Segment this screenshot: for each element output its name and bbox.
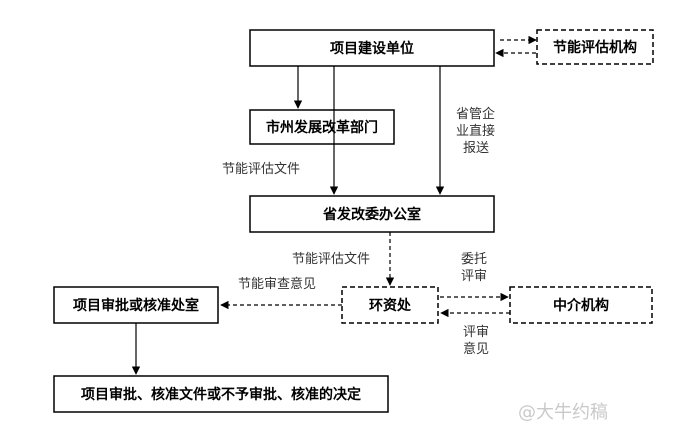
label-review-opinion: 节能审查意见 — [238, 276, 316, 292]
box-env-dept: 环资处 — [341, 286, 439, 324]
box-province-ndrc-office: 省发改委办公室 — [249, 195, 495, 233]
label-review-opinion-right-1: 评审 — [463, 325, 489, 340]
box-review-office-label: 项目审批或核准处室 — [73, 297, 199, 314]
label-provincial-direct-3: 报送 — [463, 141, 489, 156]
box-city-ndrc-label: 市州发展改革部门 — [266, 119, 378, 136]
label-entrust-2: 评审 — [461, 269, 487, 284]
box-city-ndrc: 市州发展改革部门 — [249, 109, 395, 145]
box-province-ndrc-office-label: 省发改委办公室 — [322, 206, 421, 223]
box-decision-label: 项目审批、核准文件或不予审批、核准的决定 — [81, 386, 361, 403]
box-intermediary: 中介机构 — [509, 286, 653, 324]
box-intermediary-label: 中介机构 — [553, 297, 609, 314]
box-decision: 项目审批、核准文件或不予审批、核准的决定 — [53, 375, 389, 413]
watermark-text: @大牛约稿 — [518, 402, 608, 423]
label-energy-doc-left: 节能评估文件 — [222, 162, 300, 177]
box-energy-agency: 节能评估机构 — [536, 29, 654, 65]
box-env-dept-label: 环资处 — [369, 297, 412, 314]
box-project-unit-label: 项目建设单位 — [330, 40, 414, 57]
label-provincial-direct-1: 省管企 — [456, 106, 495, 122]
label-entrust-1: 委托 — [461, 252, 487, 267]
box-review-office: 项目审批或核准处室 — [53, 286, 219, 324]
box-project-unit: 项目建设单位 — [249, 29, 495, 67]
label-provincial-direct-2: 业直接 — [456, 123, 495, 139]
label-energy-doc-center: 节能评估文件 — [292, 252, 370, 267]
label-review-opinion-right-2: 意见 — [463, 341, 489, 357]
box-energy-agency-label: 节能评估机构 — [553, 39, 637, 56]
